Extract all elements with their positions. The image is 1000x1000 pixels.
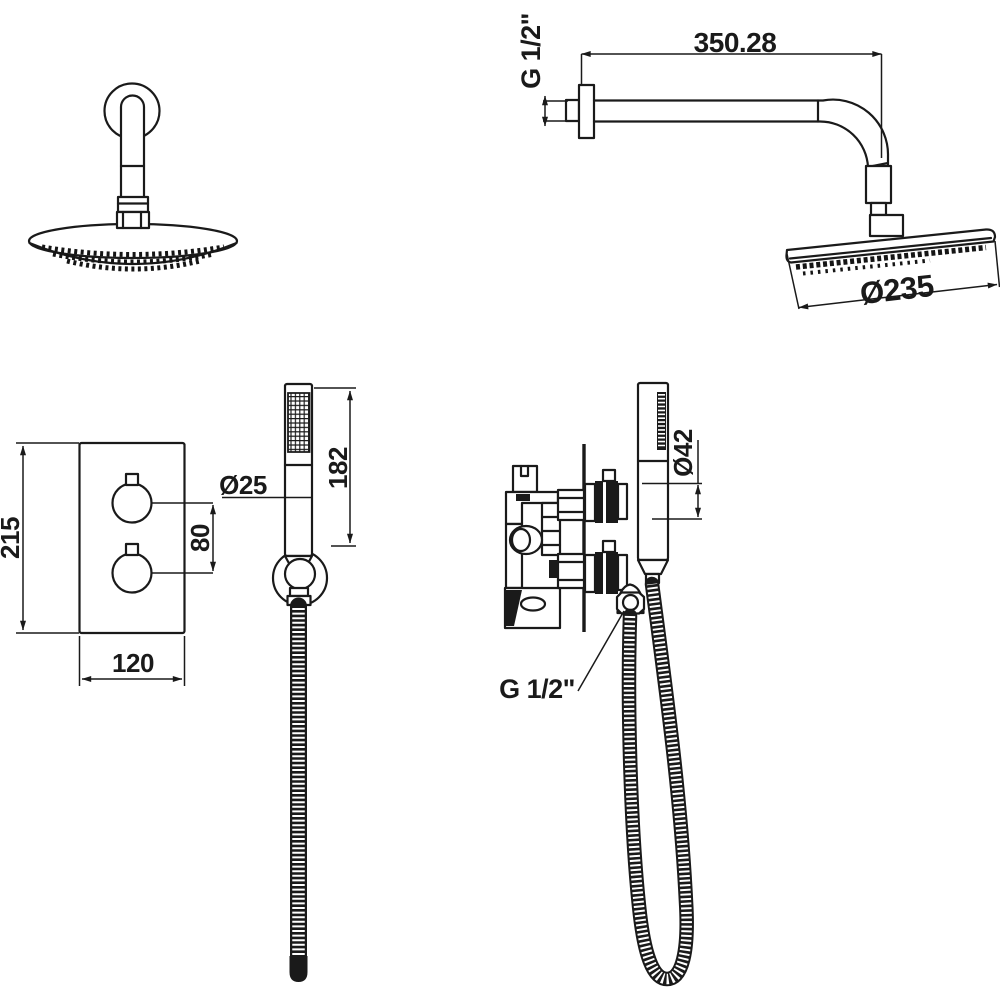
dim-handset-length: 182 xyxy=(314,388,356,546)
outlet-thread-leader xyxy=(578,611,624,691)
lower-handle-side xyxy=(585,541,627,594)
hose-end-cap xyxy=(289,956,308,982)
handshower-side xyxy=(638,383,668,583)
dim-plate-width: 120 xyxy=(80,636,185,686)
holder-ball xyxy=(285,559,315,589)
nozzle-field xyxy=(42,247,224,269)
upper-handle xyxy=(113,484,152,523)
nozzle-strip xyxy=(796,248,986,274)
shower-arm-horizontal xyxy=(594,100,888,167)
hose-nut-upper xyxy=(290,588,308,596)
dim-wall-thread: G 1/2" xyxy=(516,13,568,127)
head-face-line xyxy=(790,238,991,259)
outlet-thread-label: G 1/2" xyxy=(499,674,575,704)
arm-neck xyxy=(871,203,886,215)
head-diameter-label: Ø235 xyxy=(858,268,936,311)
wall-thread-stub xyxy=(566,100,579,121)
view-valve-side: Ø42 G 1/2" xyxy=(499,383,702,979)
view-handshower-front: Ø25 182 xyxy=(219,384,356,982)
dim-head-diameter: Ø235 xyxy=(787,241,1000,311)
handshower-hose xyxy=(289,606,308,982)
head-connector-block xyxy=(117,212,149,228)
dim-handset-diameter: Ø25 xyxy=(219,470,311,500)
upper-handle-side xyxy=(585,470,627,523)
lower-handle xyxy=(113,554,152,593)
lower-handle-tab xyxy=(126,544,138,555)
dim-handle-diameter: Ø42 xyxy=(642,429,702,519)
plate-height-label: 215 xyxy=(0,517,25,559)
plate-width-label: 120 xyxy=(112,648,154,678)
valve-rough-body xyxy=(505,466,584,628)
upper-handle-tab-side xyxy=(603,470,615,481)
lower-handle-tab-side xyxy=(603,541,615,552)
wall-flange xyxy=(579,85,594,138)
view-overhead-shower-side: 350.28 G 1/2" Ø235 xyxy=(516,13,1000,311)
valve-plate xyxy=(80,443,185,633)
arm-length-label: 350.28 xyxy=(694,27,777,58)
head-connector-block xyxy=(870,215,903,236)
wall-thread-label: G 1/2" xyxy=(516,13,546,89)
upper-handle-tab xyxy=(126,474,138,485)
handset-taper-side xyxy=(638,560,668,574)
spray-face xyxy=(288,393,310,452)
view-valve-front: 215 120 80 xyxy=(0,443,217,686)
handset-length-label: 182 xyxy=(323,447,353,489)
view-overhead-shower-front xyxy=(29,84,237,270)
callout-outlet-thread: G 1/2" xyxy=(499,611,624,704)
handle-spacing-label: 80 xyxy=(185,524,215,552)
spray-strip-side xyxy=(657,392,666,450)
dim-plate-height: 215 xyxy=(0,443,79,633)
dim-handle-spacing: 80 xyxy=(185,504,217,572)
dim-arm-length: 350.28 xyxy=(582,27,882,158)
shower-arm-drop xyxy=(121,96,144,213)
handset-diameter-label: Ø25 xyxy=(219,470,267,500)
hose-loop xyxy=(629,584,687,979)
arm-nut xyxy=(866,166,891,203)
handle-diameter-label: Ø42 xyxy=(668,429,698,477)
outlet-elbow xyxy=(617,585,644,614)
